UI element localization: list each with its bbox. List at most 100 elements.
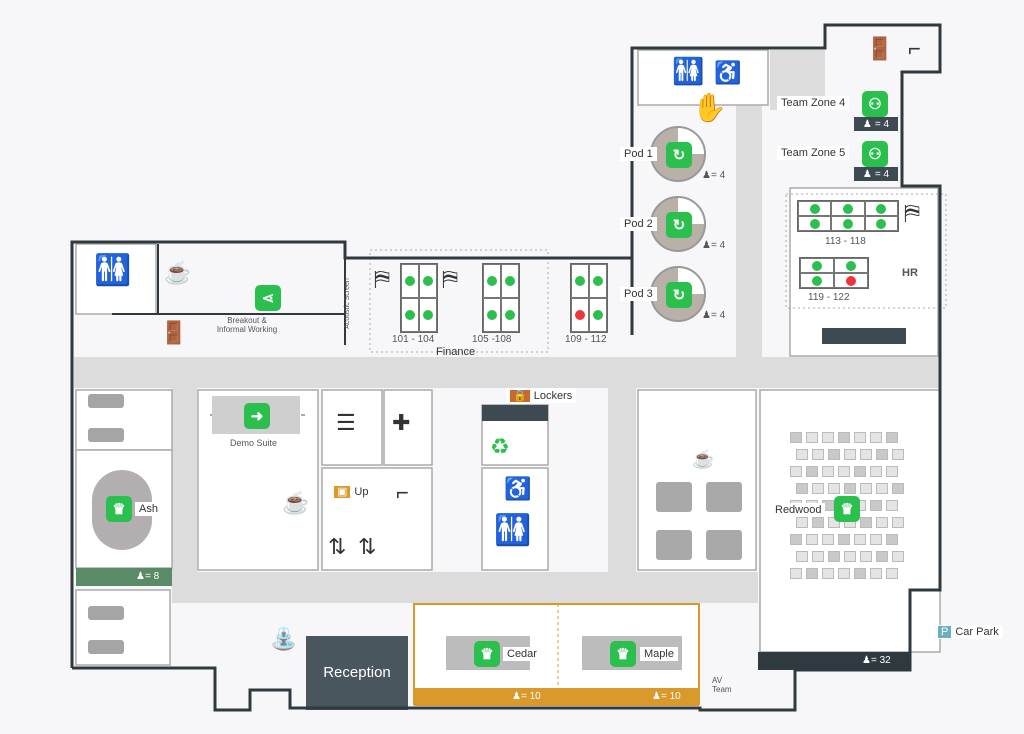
meeting-room-icon[interactable]: ♛ <box>474 641 500 667</box>
desk-seat[interactable] <box>483 298 501 332</box>
desk-seat[interactable] <box>571 264 589 298</box>
chair <box>876 483 888 494</box>
chair <box>876 449 888 460</box>
seat-status-available <box>505 276 515 286</box>
desk-seat[interactable] <box>864 201 898 216</box>
chair <box>892 517 904 528</box>
chair <box>860 517 872 528</box>
chair <box>892 551 904 562</box>
seat-status-available <box>809 218 820 229</box>
desk-seat[interactable] <box>800 273 834 288</box>
desk-seat[interactable] <box>401 298 419 332</box>
desk-seat[interactable] <box>834 273 868 288</box>
restroom-icon: 🚻 <box>672 56 705 86</box>
meeting-room-icon[interactable]: ♛ <box>106 496 132 522</box>
desk-seat[interactable] <box>501 298 519 332</box>
meeting-room-icon[interactable]: ♛ <box>610 641 636 667</box>
desk-seat[interactable] <box>831 201 865 216</box>
room-capacity: ♟= 10 <box>512 691 541 702</box>
desk-cluster-label: 113 - 118 <box>825 236 866 247</box>
chair <box>806 466 818 477</box>
chair <box>790 534 802 545</box>
sofa <box>88 606 124 620</box>
chair <box>796 449 808 460</box>
share-icon[interactable]: ⋖ <box>255 285 281 311</box>
chair <box>812 551 824 562</box>
chair <box>892 483 904 494</box>
room-label: Redwood <box>771 503 826 517</box>
seat-status-available <box>505 310 515 320</box>
desk-cluster-105-108[interactable] <box>482 263 520 333</box>
accessible-icon: ♿ <box>504 476 532 501</box>
coffee-icon: ☕ <box>164 260 192 285</box>
desk-seat[interactable] <box>798 201 832 216</box>
pod-capacity: ♟= 4 <box>702 240 726 251</box>
lockers-label[interactable]: 🔒Lockers <box>506 388 577 403</box>
desk-seat[interactable] <box>419 298 437 332</box>
chair <box>790 432 802 443</box>
acoustic-screen-label: Acoustic Screen <box>343 278 351 329</box>
desk-cluster-101-104[interactable] <box>400 263 438 333</box>
chair <box>870 534 882 545</box>
desk-cluster-label: 119 - 122 <box>808 292 850 303</box>
desk-seat[interactable] <box>419 264 437 298</box>
meeting-room-icon[interactable]: ♛ <box>834 496 860 522</box>
team-zone-icon[interactable]: ⚇ <box>862 91 888 117</box>
desk-seat[interactable] <box>483 264 501 298</box>
chair <box>828 551 840 562</box>
sofa <box>88 640 124 654</box>
chair <box>822 534 834 545</box>
team-zone-icon[interactable]: ⚇ <box>862 141 888 167</box>
cafe-table <box>656 530 692 560</box>
team-zone-label: Team Zone 4 <box>777 96 850 110</box>
capacity-badge: ♟= 4 <box>854 167 898 181</box>
fountain-icon: ⛲ <box>270 626 298 651</box>
desk-seat[interactable] <box>834 258 868 273</box>
demo-suite-icon[interactable]: ➜ <box>244 403 270 429</box>
chair <box>854 568 866 579</box>
exit-icon: 🚪 <box>160 320 188 345</box>
recycle-icon: ♻ <box>490 434 510 459</box>
box-icon: ▣ <box>334 486 351 498</box>
pod-label: Pod 2 <box>620 217 657 231</box>
desk-seat[interactable] <box>571 298 589 332</box>
desk-seat[interactable] <box>589 264 607 298</box>
standing-desk-icon: ⛿ <box>442 266 458 291</box>
seat-status-available <box>842 203 853 214</box>
chair <box>790 466 802 477</box>
chair <box>822 432 834 443</box>
desk-cluster-label: 105 -108 <box>472 334 512 345</box>
finance-zone-label: Finance <box>436 346 476 358</box>
desk-cluster-109-112[interactable] <box>570 263 608 333</box>
pod-icon[interactable]: ↻ <box>666 142 692 168</box>
pod-capacity: ♟= 4 <box>702 170 726 181</box>
seat-status-available <box>812 275 822 286</box>
desk-seat[interactable] <box>864 216 898 231</box>
desk-seat[interactable] <box>589 298 607 332</box>
room-label: Maple <box>640 647 678 661</box>
chair <box>822 568 834 579</box>
chair <box>796 517 808 528</box>
seat-status-available <box>423 310 433 320</box>
chair <box>876 517 888 528</box>
chair <box>796 551 808 562</box>
seat-status-available <box>842 218 853 229</box>
desk-seat[interactable] <box>798 216 832 231</box>
desk-cluster-113-118[interactable] <box>797 200 899 232</box>
seat-status-available <box>487 276 497 286</box>
up-label[interactable]: ▣Up <box>330 484 373 499</box>
pod-icon[interactable]: ↻ <box>666 282 692 308</box>
desk-seat[interactable] <box>501 264 519 298</box>
chair <box>854 534 866 545</box>
standing-desk-icon: ⛿ <box>904 200 920 225</box>
desk-cluster-119-122[interactable] <box>799 257 869 289</box>
desk-seat[interactable] <box>831 216 865 231</box>
desk-seat[interactable] <box>800 258 834 273</box>
seat-status-available <box>876 203 887 214</box>
capacity-badge: ♟= 4 <box>854 117 898 131</box>
desk-seat[interactable] <box>401 264 419 298</box>
sofa <box>88 428 124 442</box>
chair <box>828 483 840 494</box>
pod-icon[interactable]: ↻ <box>666 212 692 238</box>
